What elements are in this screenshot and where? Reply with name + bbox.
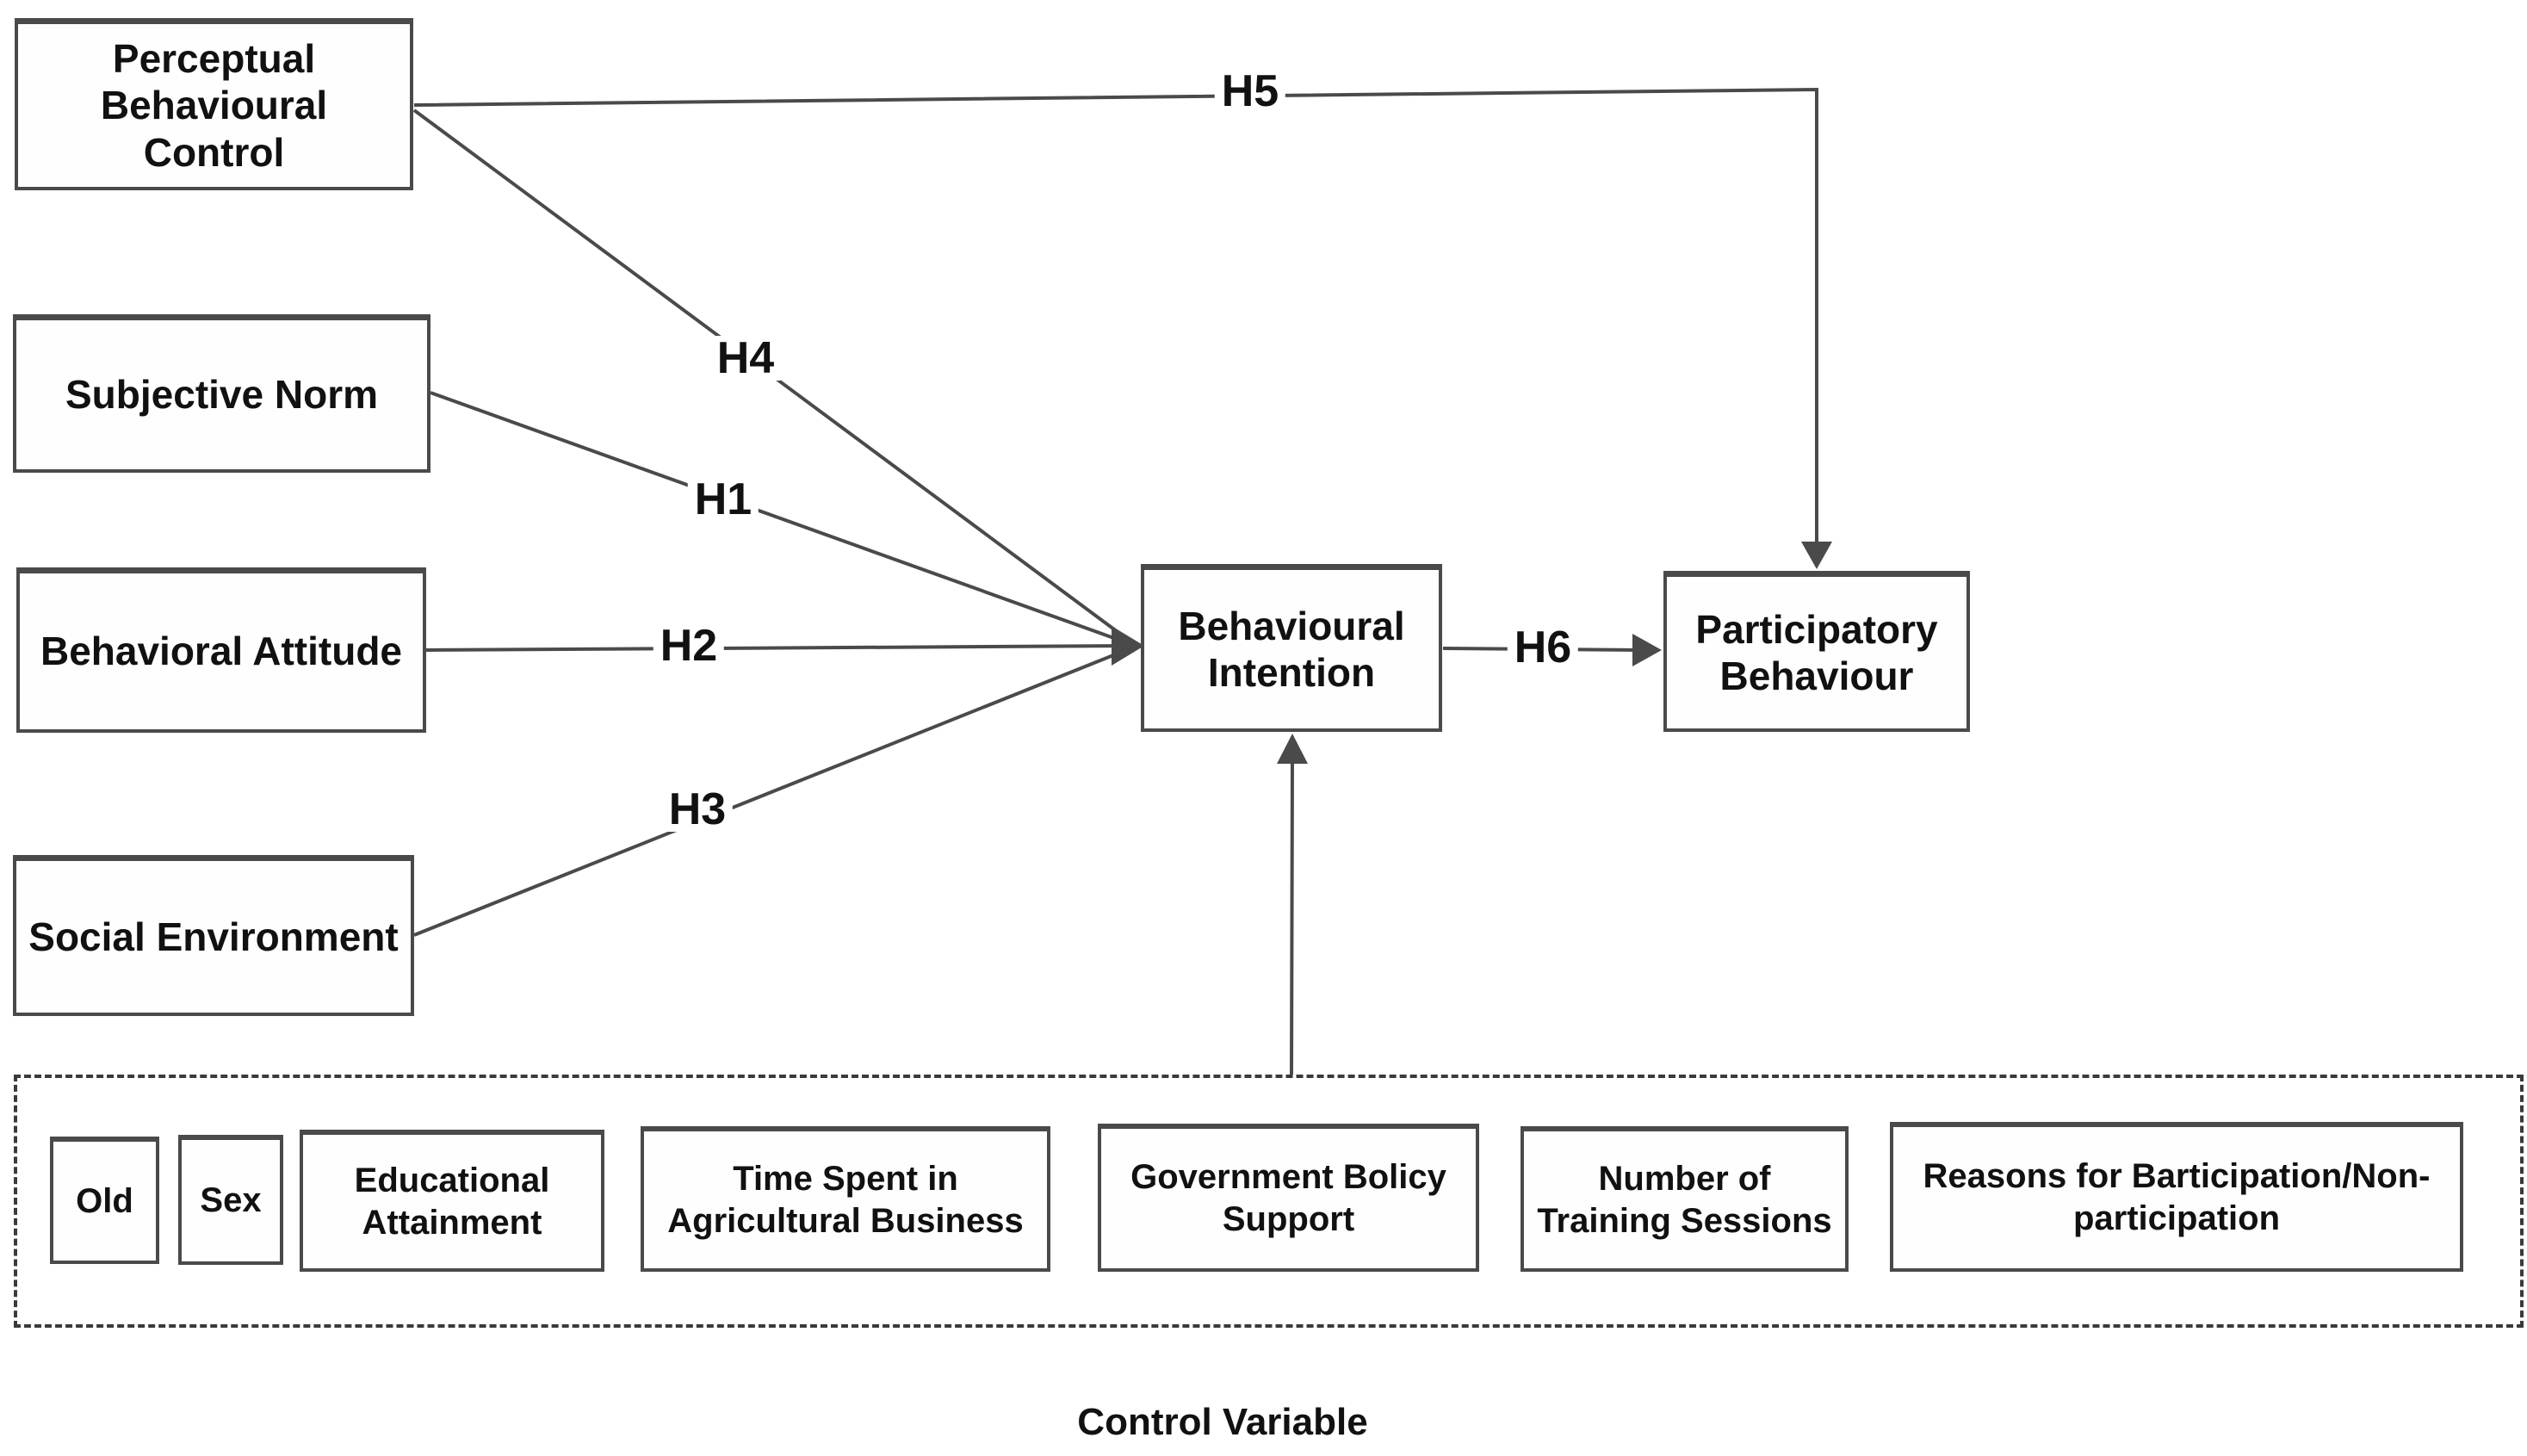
node-label: Social Environment [28, 914, 399, 959]
arrowhead-into-behavioural-intention [1112, 626, 1144, 666]
control-box-educational-attainment: Educational Attainment [300, 1130, 604, 1272]
node-subjective-norm: Subjective Norm [13, 314, 430, 473]
edge-h1-line [430, 391, 1131, 646]
arrowhead-h6-into-participatory [1632, 634, 1662, 666]
edge-h5-line [413, 87, 1818, 544]
control-label: Time Spent in Agricultural Business [667, 1159, 1024, 1240]
node-label: Behavioural Intention [1178, 603, 1405, 695]
control-box-government-policy-support: Government Bolicy Support [1098, 1124, 1479, 1272]
node-behavioral-attitude: Behavioral Attitude [16, 567, 426, 733]
edge-h2-line [425, 644, 1131, 652]
edge-controls-line [1290, 760, 1294, 1075]
control-label: Government Bolicy Support [1130, 1158, 1446, 1238]
node-label: Participatory Behaviour [1695, 606, 1938, 698]
edge-h3-line [413, 647, 1131, 937]
control-box-sex: Sex [178, 1135, 283, 1265]
node-label: Perceptual Behavioural Control [100, 36, 328, 175]
control-box-old: Old [50, 1137, 159, 1264]
control-box-number-of-training-sessions: Number of Training Sessions [1521, 1126, 1849, 1272]
node-label: Subjective Norm [65, 372, 378, 418]
node-social-environment: Social Environment [13, 855, 414, 1016]
node-perceptual-behavioural-control: Perceptual Behavioural Control [15, 18, 413, 190]
control-label: Number of Training Sessions [1537, 1159, 1832, 1240]
hypothesis-label-h5: H5 [1214, 69, 1286, 114]
control-label: Old [76, 1181, 133, 1220]
control-variable-caption: Control Variable [1077, 1401, 1368, 1443]
control-box-reasons-for-participation: Reasons for Barticipation/Non-participat… [1890, 1122, 2463, 1272]
node-label: Behavioral Attitude [40, 629, 403, 674]
arrowhead-controls-into-intention [1277, 734, 1308, 764]
control-label: Educational Attainment [354, 1161, 550, 1242]
hypothesis-label-h1: H1 [687, 477, 759, 522]
control-box-time-spent-agricultural-business: Time Spent in Agricultural Business [641, 1126, 1050, 1272]
hypothesis-label-h3: H3 [661, 787, 734, 832]
hypothesis-label-h4: H4 [709, 336, 782, 381]
hypothesis-label-h6: H6 [1507, 625, 1579, 670]
hypothesis-label-h2: H2 [653, 623, 725, 668]
arrowhead-h5-into-participatory [1801, 542, 1832, 569]
control-label: Sex [200, 1181, 262, 1220]
node-participatory-behaviour: Participatory Behaviour [1663, 571, 1970, 732]
node-behavioural-intention: Behavioural Intention [1141, 564, 1442, 732]
control-label: Reasons for Barticipation/Non-participat… [1923, 1157, 2431, 1237]
